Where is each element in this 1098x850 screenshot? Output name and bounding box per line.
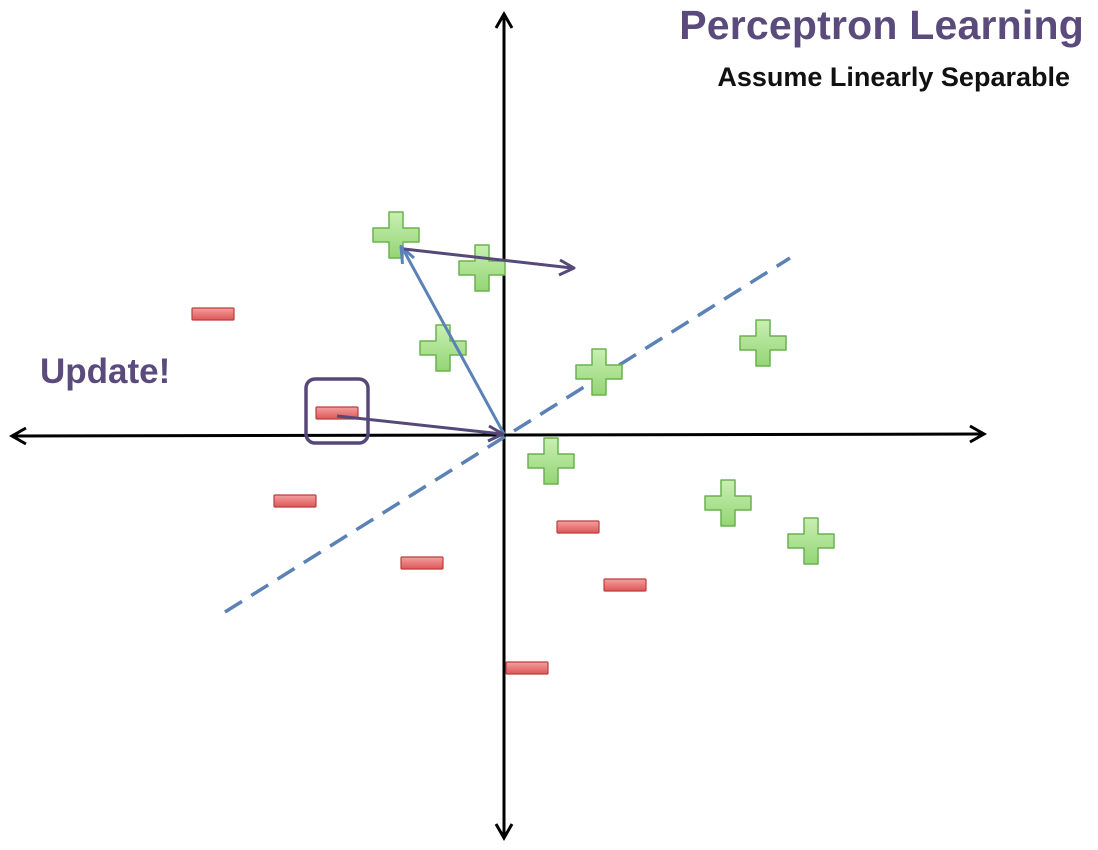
page-subtitle: Assume Linearly Separable — [717, 62, 1070, 92]
positive-examples — [372, 211, 835, 565]
plus-icon — [787, 517, 835, 565]
x-axis-left-arrow — [8, 426, 27, 446]
update-annotation: Update! — [40, 352, 171, 391]
y-axis-top-arrow — [494, 10, 514, 29]
negative-examples — [191, 307, 647, 675]
plus-icon — [704, 479, 752, 527]
plus-icon — [419, 324, 467, 372]
minus-icon — [603, 578, 647, 592]
page-title: Perceptron Learning — [679, 2, 1084, 48]
misclassified-point-vector-arrowhead — [487, 424, 505, 443]
misclassified-highlight-box — [304, 377, 370, 445]
weight-vector — [399, 245, 506, 435]
plus-icon — [458, 244, 506, 292]
minus-icon — [191, 307, 235, 321]
misclassified-point-vector — [336, 414, 505, 443]
y-axis-bottom-arrow — [494, 823, 514, 842]
minus-icon — [273, 494, 317, 508]
minus-icon — [505, 661, 549, 675]
minus-icon — [400, 556, 444, 570]
plus-icon — [527, 437, 575, 485]
minus-icon — [556, 520, 600, 534]
plus-icon — [739, 319, 787, 367]
decision-boundary — [224, 256, 791, 614]
weight-vector-arrowhead — [399, 245, 415, 265]
x-axis-right-arrow — [969, 424, 988, 444]
plus-icon — [575, 348, 623, 396]
updated-weight-vector — [403, 247, 576, 277]
updated-weight-vector-arrowhead — [558, 258, 576, 277]
